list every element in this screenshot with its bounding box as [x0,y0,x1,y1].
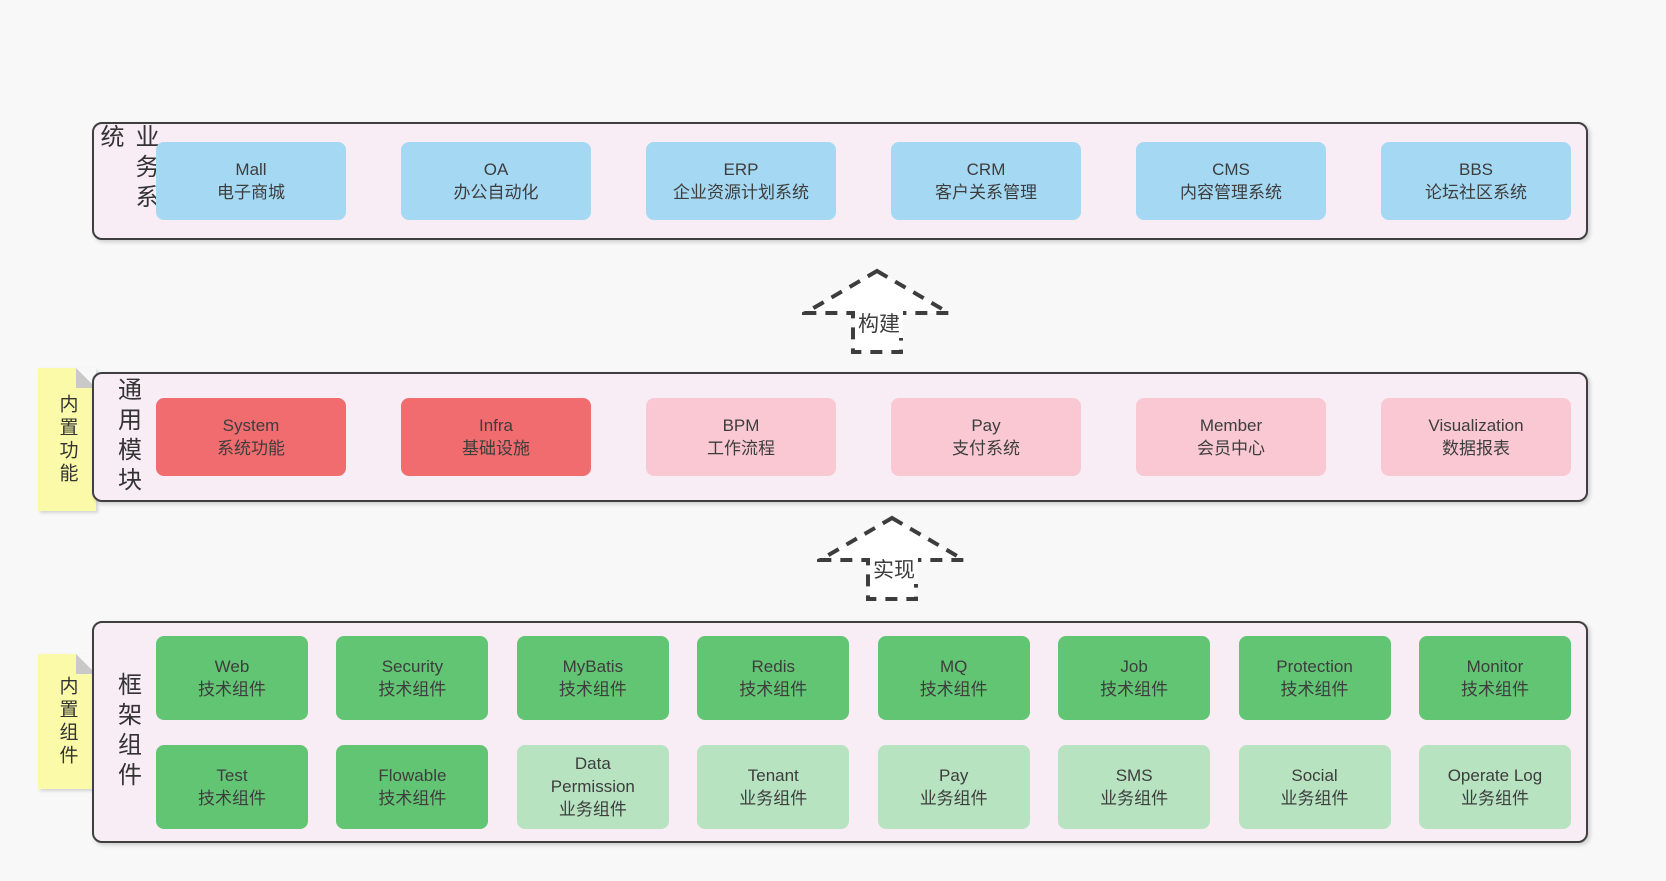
box-title: OA [483,160,509,179]
box-bbs: BBS 论坛社区系统 [1381,142,1571,220]
box-subtitle: 企业资源计划系统 [673,183,809,202]
box-subtitle: 技术组件 [378,788,447,808]
box-title: MyBatis [562,656,624,676]
box-subtitle: 工作流程 [707,439,775,458]
box-subtitle: 业务组件 [1100,788,1169,808]
box-subtitle: 技术组件 [378,679,447,699]
box-pay: Pay 业务组件 [877,744,1030,829]
box-oa: OA 办公自动化 [401,142,591,220]
box-subtitle: 技术组件 [1280,679,1349,699]
panel-title-framework-components: 框架组件 [113,672,141,792]
box-title: Security [381,656,444,676]
arrow-label-build: 构建 [855,308,903,338]
box-title: CMS [1212,160,1250,179]
box-cms: CMS 内容管理系统 [1136,142,1326,220]
panel-title-business-systems: 业务系统 [96,124,158,214]
box-erp: ERP 企业资源计划系统 [646,142,836,220]
box-member: Member 会员中心 [1136,398,1326,476]
box-subtitle: 支付系统 [952,439,1020,458]
box-title: System [222,416,280,435]
box-subtitle: 技术组件 [558,679,627,699]
box-title: CRM [966,160,1006,179]
box-subtitle: 数据报表 [1442,439,1510,458]
box-title: ERP [723,160,759,179]
box-security: Security 技术组件 [336,635,489,720]
box-bpm: BPM 工作流程 [646,398,836,476]
box-title: Mall [235,160,267,179]
box-title: Data Permission [550,754,635,796]
box-subtitle: 技术组件 [1460,679,1529,699]
box-redis: Redis 技术组件 [697,635,850,720]
box-subtitle: 技术组件 [1100,679,1169,699]
box-mall: Mall 电子商城 [156,142,346,220]
box-tenant: Tenant 业务组件 [697,744,850,829]
box-row: Mall 电子商城 OA 办公自动化 ERP 企业资源计划系统 CRM 客户关系管理 CMS 内容… [156,142,1571,220]
box-subtitle: 基础设施 [462,439,530,458]
box-subtitle: 技术组件 [919,679,988,699]
box-title: Visualization [1428,416,1524,435]
box-subtitle: 技术组件 [739,679,808,699]
box-subtitle: 系统功能 [217,439,285,458]
box-sms: SMS 业务组件 [1058,744,1211,829]
box-title: Member [1199,416,1263,435]
box-subtitle: 业务组件 [739,788,808,808]
box-title: Tenant [747,765,799,785]
panel-common-modules: 通用模块 System 系统功能 Infra 基础设施 BPM 工作流程 Pay 支付系统 Me… [92,372,1588,502]
box-title: Protection [1276,656,1353,676]
box-title: BBS [1458,160,1494,179]
box-subtitle: 内容管理系统 [1180,183,1282,202]
box-title: Redis [751,656,795,676]
box-flowable: Flowable 技术组件 [336,744,489,829]
box-monitor: Monitor 技术组件 [1418,635,1571,720]
box-job: Job 技术组件 [1058,635,1211,720]
box-subtitle: 论坛社区系统 [1425,183,1527,202]
box-infra: Infra 基础设施 [401,398,591,476]
box-subtitle: 业务组件 [558,800,627,819]
box-social: Social 业务组件 [1238,744,1391,829]
box-subtitle: 技术组件 [198,679,266,699]
box-crm: CRM 客户关系管理 [891,142,1081,220]
panel-title-common-modules: 通用模块 [113,377,141,497]
box-subtitle: 技术组件 [198,788,266,808]
box-title: SMS [1115,765,1153,785]
box-title: Test [216,765,248,785]
arrow-label-implement: 实现 [870,554,918,584]
box-subtitle: 电子商城 [217,183,285,202]
box-subtitle: 客户关系管理 [935,183,1037,202]
box-title: Operate Log [1447,765,1543,785]
box-title: Social [1291,765,1338,785]
box-title: Job [1120,656,1148,676]
box-row: System 系统功能 Infra 基础设施 BPM 工作流程 Pay 支付系统 Member 会… [156,398,1571,476]
sticky-note-built-in-features: 内置功能 [38,368,96,511]
box-title: Infra [478,416,514,435]
box-data-permission: Data Permission 业务组件 [516,744,669,829]
box-subtitle: 业务组件 [1280,788,1349,808]
box-subtitle: 业务组件 [1460,788,1529,808]
box-pay: Pay 支付系统 [891,398,1081,476]
box-subtitle: 办公自动化 [453,183,539,202]
box-web: Web 技术组件 [156,635,308,720]
panel-business-systems: 业务系统 Mall 电子商城 OA 办公自动化 ERP 企业资源计划系统 CRM 客户关系管理… [92,122,1588,240]
box-protection: Protection 技术组件 [1238,635,1391,720]
box-title: Monitor [1466,656,1524,676]
box-mybatis: MyBatis 技术组件 [516,635,669,720]
box-title: BPM [722,416,760,435]
sticky-note-built-in-components: 内置组件 [38,654,96,789]
box-title: Web [214,656,250,676]
box-system: System 系统功能 [156,398,346,476]
box-operate-log: Operate Log 业务组件 [1418,744,1571,829]
box-subtitle: 业务组件 [919,788,988,808]
box-visualization: Visualization 数据报表 [1381,398,1571,476]
box-title: Pay [939,765,969,785]
box-subtitle: 会员中心 [1197,439,1265,458]
box-title: MQ [939,656,968,676]
box-title: Flowable [378,765,447,785]
box-title: Pay [971,416,1001,435]
box-mq: MQ 技术组件 [877,635,1030,720]
box-test: Test 技术组件 [156,744,308,829]
